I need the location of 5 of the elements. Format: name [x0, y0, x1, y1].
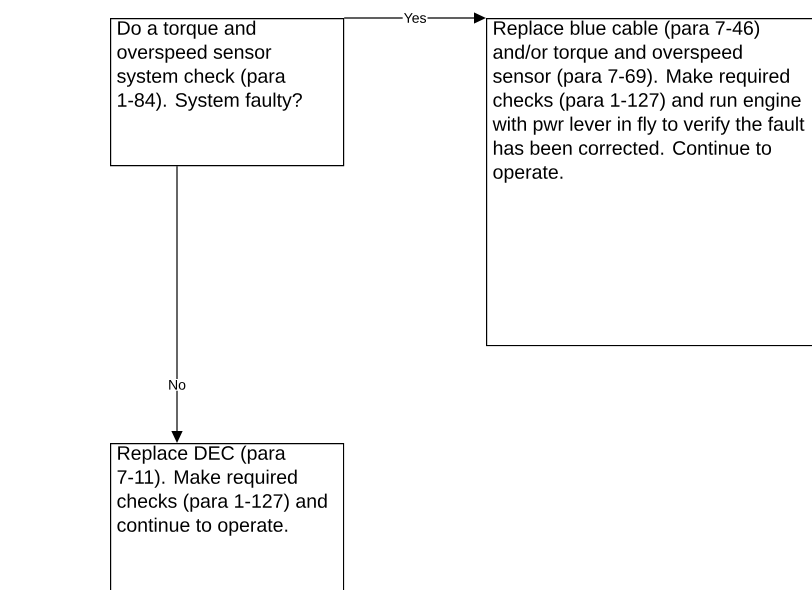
process-box: Replace blue cable (para 7-46) and/or torque and overspeed sensor (para 7-69). Make required checks (para 1-127) and run engine with pwr lever in fly to verify the fault has been corrected. Continue to operate.	[486, 18, 812, 346]
edge-label: No	[167, 379, 187, 391]
process-box: Do a torque and overspeed sensor system check (para 1-84). System faulty?	[110, 18, 344, 166]
process-box: Replace DEC (para 7-11). Make required checks (para 1-127) and continue to operate.	[110, 443, 344, 590]
edge-label: Yes	[402, 12, 428, 24]
